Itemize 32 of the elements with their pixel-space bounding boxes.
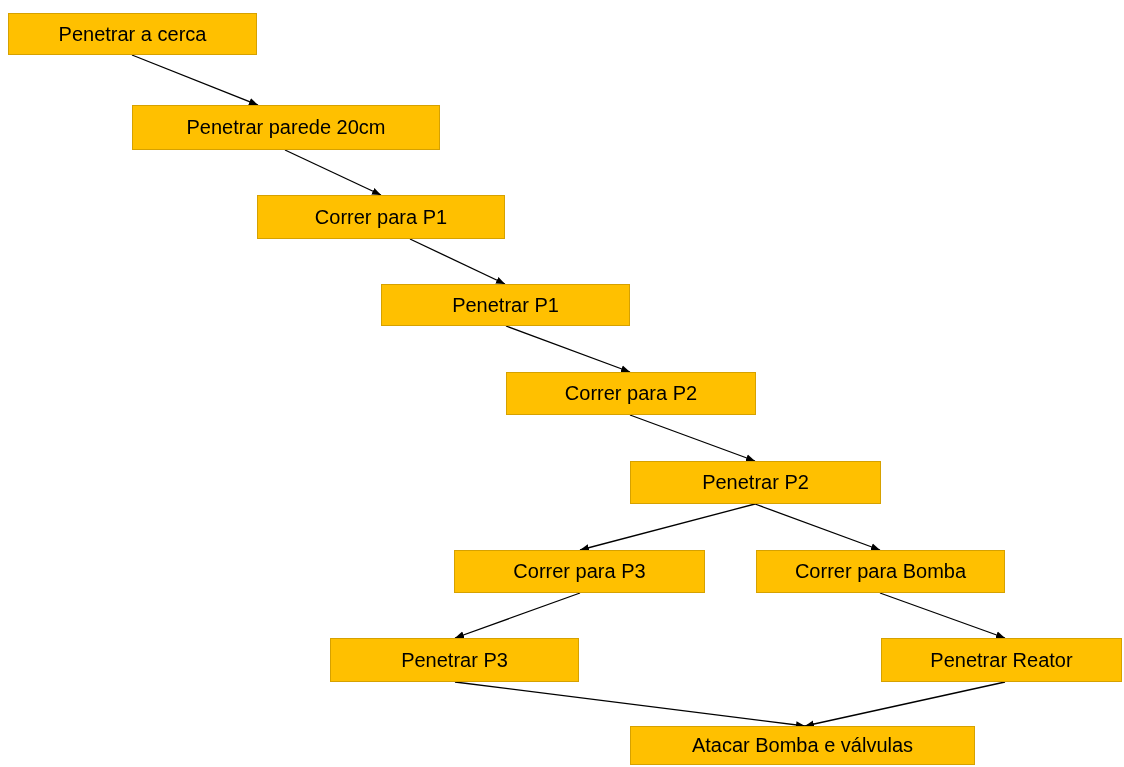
arrow (454, 592, 581, 639)
process-box (257, 195, 505, 239)
process-box (630, 726, 975, 765)
box-label: Penetrar Reator (930, 647, 1073, 673)
box-label: Penetrar a cerca (58, 21, 207, 47)
box-label: Correr para Bomba (794, 559, 967, 584)
arrow (754, 503, 881, 551)
box-label: Penetrar P2 (702, 470, 809, 495)
process-box (756, 550, 1005, 593)
arrow (409, 238, 506, 285)
box-label: Penetrar P1 (452, 292, 559, 318)
process-box (454, 550, 705, 593)
process-box (506, 372, 756, 415)
process-box (381, 284, 630, 326)
box-label: Penetrar P3 (401, 647, 508, 673)
box-label: Penetrar parede 20cm (186, 115, 386, 140)
arrow (505, 325, 631, 373)
process-box (881, 638, 1122, 682)
arrow (284, 149, 382, 196)
box-label: Correr para P3 (513, 559, 646, 584)
arrow (804, 681, 1006, 728)
process-box (330, 638, 579, 682)
arrow (629, 414, 756, 462)
arrow (579, 503, 756, 552)
box-label: Correr para P1 (314, 204, 448, 230)
box-label: Correr para P2 (564, 381, 698, 406)
arrow (879, 592, 1006, 639)
process-box (630, 461, 881, 504)
box-label: Atacar Bomba e válvulas (691, 733, 914, 758)
process-box (132, 105, 440, 150)
process-box (8, 13, 257, 55)
arrow (131, 54, 259, 106)
